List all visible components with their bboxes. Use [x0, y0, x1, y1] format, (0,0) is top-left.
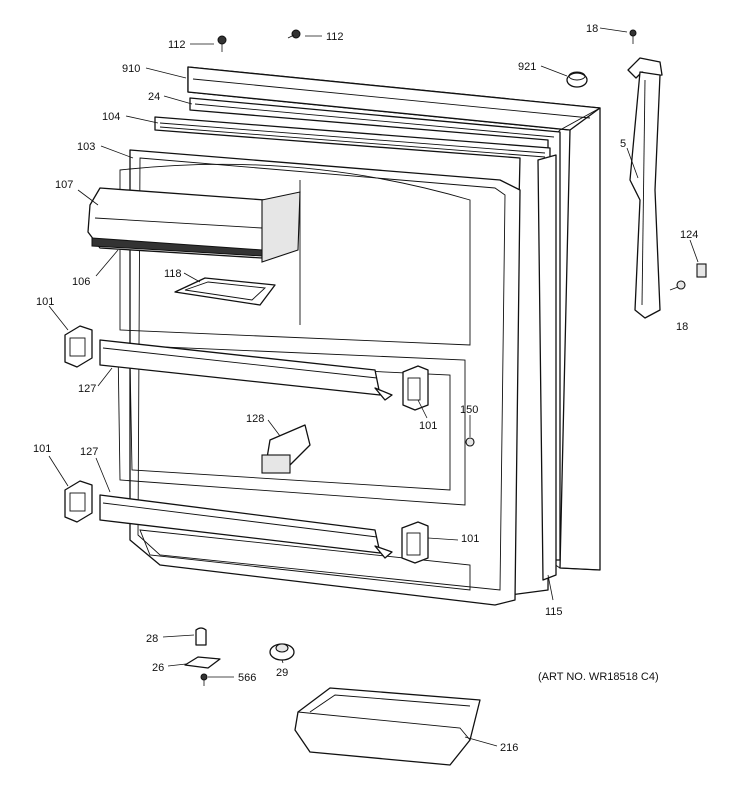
leader-lines	[48, 27, 699, 747]
callout-127-lower: 127	[80, 446, 98, 458]
callout-26: 26	[152, 662, 164, 674]
callout-18-top: 18	[586, 23, 598, 35]
callout-5: 5	[620, 138, 626, 150]
bracket-26	[184, 656, 221, 669]
screw-18-lower	[669, 280, 686, 291]
shelf-end-cap-upper-right	[402, 365, 429, 411]
callout-18-right: 18	[676, 321, 688, 333]
callout-216: 216	[500, 742, 518, 754]
upper-shelf-bar	[99, 339, 393, 401]
callout-128: 128	[246, 413, 264, 425]
handle-end-cap	[696, 263, 707, 278]
callout-101-upper-left: 101	[36, 296, 54, 308]
cam-29	[269, 643, 295, 661]
callout-910: 910	[122, 63, 140, 75]
callout-118: 118	[164, 268, 182, 280]
callout-566: 566	[238, 672, 256, 684]
screw-566	[200, 673, 208, 686]
retainer-clip	[261, 424, 311, 474]
door-bin	[294, 687, 481, 766]
bushing-28	[195, 627, 207, 646]
shelf-tray	[174, 277, 276, 306]
door-handle	[627, 57, 663, 319]
callout-24: 24	[148, 91, 160, 103]
callout-124: 124	[680, 229, 698, 241]
callout-150: 150	[460, 404, 478, 416]
art-number: (ART NO. WR18518 C4)	[538, 671, 659, 683]
callout-921: 921	[518, 61, 536, 73]
callout-127-upper: 127	[78, 383, 96, 395]
screw-112-left	[217, 35, 227, 52]
callout-104: 104	[102, 111, 120, 123]
callout-101-lower-left: 101	[33, 443, 51, 455]
shelf-end-cap-lower-left	[64, 480, 93, 523]
shelf-end-cap-upper-left	[64, 325, 93, 368]
callout-112-right: 112	[326, 31, 344, 43]
plug-921	[566, 71, 588, 88]
callout-112-left: 112	[168, 39, 186, 51]
callout-101-lower-right: 101	[461, 533, 479, 545]
callout-115: 115	[545, 606, 563, 618]
callout-106: 106	[72, 276, 90, 288]
callout-103: 103	[77, 141, 95, 153]
screw-112-right	[287, 29, 301, 39]
callout-labels: 112 112 18 910 921 24 104 103 5 107 124 …	[33, 23, 698, 754]
callout-29: 29	[276, 667, 288, 679]
dairy-hinge	[91, 237, 263, 257]
shelf-end-cap-lower-right	[401, 521, 429, 564]
lower-shelf-bar	[99, 494, 393, 559]
screw-18-upper	[629, 29, 637, 44]
outer-door-panel	[187, 66, 601, 571]
gasket-side-strip	[537, 154, 557, 581]
callout-107: 107	[55, 179, 73, 191]
callout-28: 28	[146, 633, 158, 645]
callout-101-upper-right: 101	[419, 420, 437, 432]
door-plug	[465, 437, 475, 447]
